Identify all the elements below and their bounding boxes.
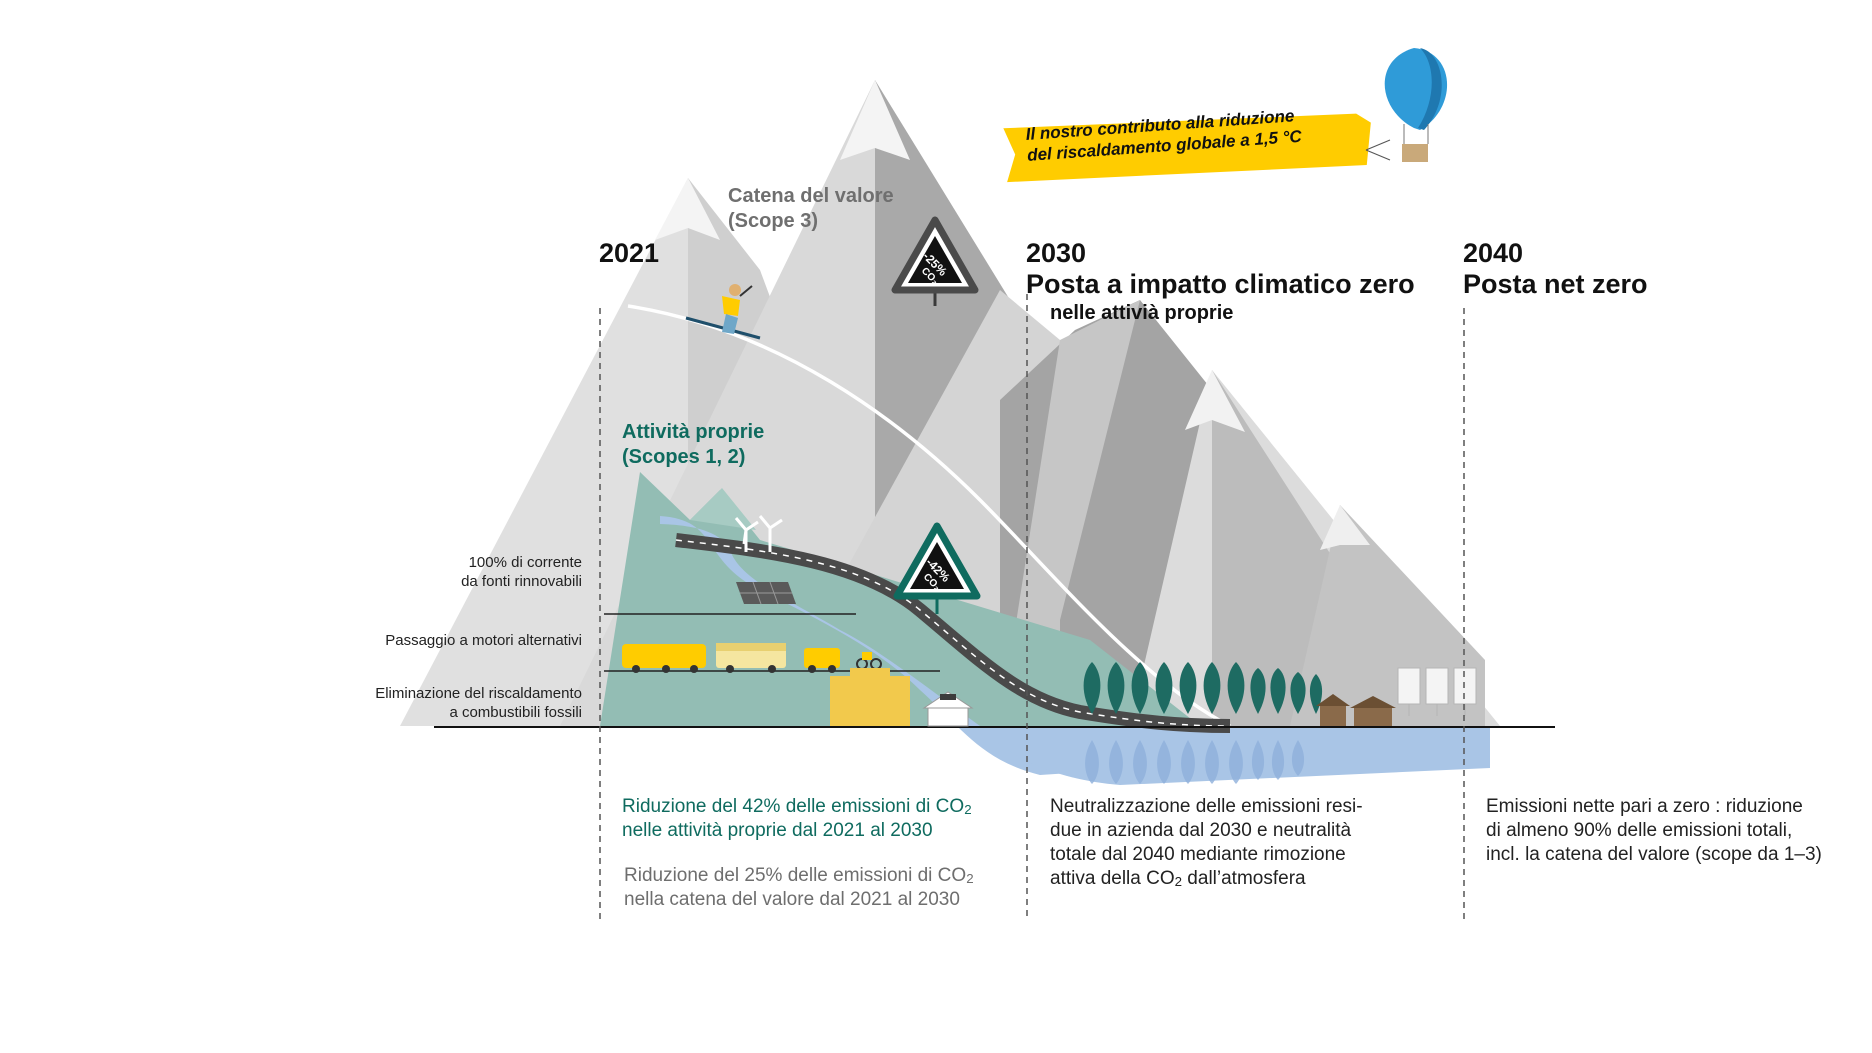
desc-netzero-line3: incl. la catena del valore (scope da 1–3… (1486, 844, 1822, 865)
banner (1003, 113, 1391, 183)
value-chain-title-line1: Catena del valore (728, 185, 894, 207)
measure-renewable-label: 100% di corrente da fonti rinnovabili (461, 553, 582, 591)
mountain-left-snow (655, 178, 720, 240)
desc-neutral-line4-suffix: dall’atmosfera (1182, 868, 1306, 889)
chalets-icon (1316, 694, 1396, 726)
own-activities-title-line1: Attività proprie (622, 421, 765, 443)
hill-small (690, 488, 756, 530)
desc-own-42-sub: 2 (964, 801, 972, 817)
warning-sign-42: -42% CO₂ (893, 522, 981, 614)
wind-turbines-icon (734, 515, 783, 552)
skier-icon (685, 284, 761, 340)
desc-neutral-sub: 2 (1174, 873, 1183, 889)
ski-slope (627, 304, 1231, 728)
year-2021: 2021 (599, 238, 660, 268)
heading-2040: Posta net zero (1463, 269, 1648, 299)
value-chain-title-line2: (Scope 3) (728, 210, 819, 232)
desc-netzero-line1: Emissioni nette pari a zero : riduzione (1486, 796, 1803, 817)
road-marking (675, 539, 1231, 727)
measure-heating-label: Eliminazione del riscaldamento a combust… (375, 684, 582, 722)
desc-neutral-2030: Neutralizzazione delle emissioni resi- d… (1050, 795, 1363, 891)
desc-chain-25-line1: Riduzione del 25% delle emissioni di CO (624, 865, 967, 886)
yellow-vehicles-icon (622, 643, 882, 673)
measure-renewable-line2: da fonti rinnovabili (461, 573, 582, 590)
hot-air-balloon-icon (1384, 48, 1448, 162)
year-2040: 2040 (1463, 238, 1524, 268)
subheading-2030: nelle attivià proprie (1050, 302, 1234, 324)
co2-capture-icon (1397, 667, 1477, 716)
desc-netzero-line2: di almeno 90% delle emissioni totali, (1486, 820, 1793, 841)
desc-own-42-line1: Riduzione del 42% delle emissioni di CO (622, 796, 965, 817)
desc-neutral-line2: due in azienda dal 2030 e neutralità (1050, 820, 1352, 841)
solar-panels-icon (736, 581, 796, 605)
desc-neutral-line4: attiva della CO (1050, 868, 1175, 889)
tree-reflection (1085, 740, 1305, 784)
buildings-icon (830, 668, 974, 727)
desc-netzero-2040: Emissioni nette pari a zero : riduzione … (1486, 795, 1822, 867)
value-chain-title: Catena del valore (Scope 3) (728, 184, 894, 234)
desc-chain-25-sub: 2 (966, 870, 974, 886)
own-activities-title: Attività proprie (Scopes 1, 2) (622, 420, 764, 470)
measure-renewable-line1: 100% di corrente (468, 554, 582, 571)
mountain-tall-snow (840, 80, 910, 160)
desc-neutral-line1: Neutralizzazione delle emissioni resi- (1050, 796, 1363, 817)
own-activities-title-line2: (Scopes 1, 2) (622, 446, 746, 468)
desc-own-42-line2: nelle attività proprie dal 2021 al 2030 (622, 820, 933, 841)
desc-own-42: Riduzione del 42% delle emissioni di CO2… (622, 795, 972, 843)
desc-chain-25-line2: nella catena del valore dal 2021 al 2030 (624, 889, 960, 910)
heading-2030: Posta a impatto climatico zero (1026, 269, 1415, 299)
tree-row-icon (1083, 662, 1323, 714)
desc-chain-25: Riduzione del 25% delle emissioni di CO2… (624, 864, 974, 912)
mountain-right-big-light (1000, 300, 1140, 726)
mountain-small-right-snow (1320, 505, 1370, 550)
measure-motors-line1: Passaggio a motori alternativi (385, 632, 582, 649)
year-2030: 2030 (1026, 238, 1087, 268)
desc-neutral-line3: totale dal 2040 mediante rimozione (1050, 844, 1346, 865)
mountain-right-peak-snow (1185, 370, 1245, 432)
measure-motors-label: Passaggio a motori alternativi (385, 631, 582, 650)
measure-heating-line1: Eliminazione del riscaldamento (375, 685, 582, 702)
warning-sign-25: -25% CO₂ (891, 216, 979, 306)
measure-heating-line2: a combustibili fossili (449, 704, 582, 721)
